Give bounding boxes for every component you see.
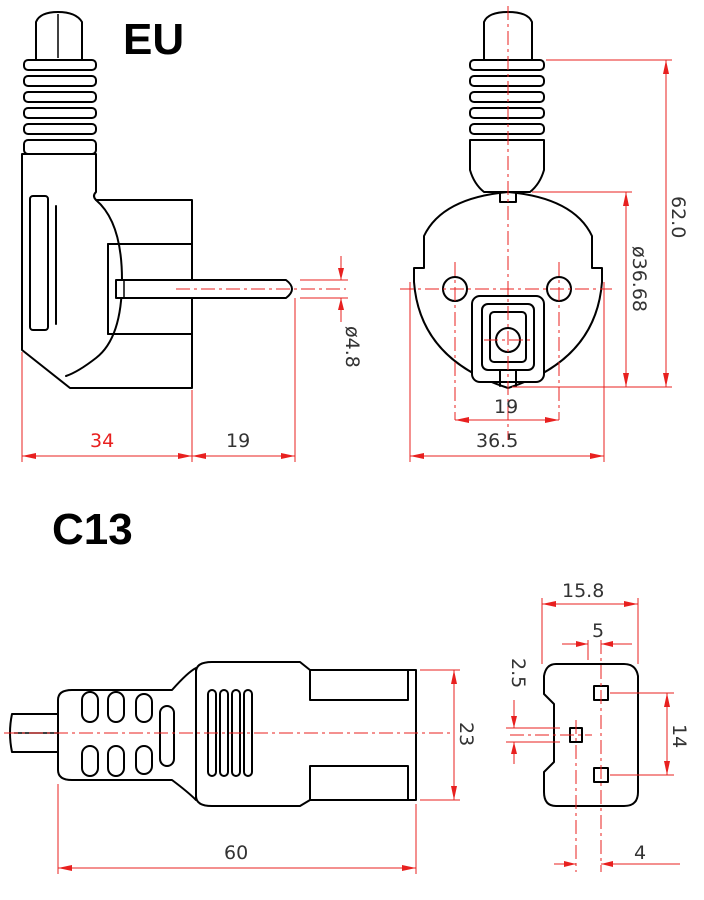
c13-side-connector-body — [195, 661, 417, 807]
eu-title: EU — [123, 15, 185, 64]
eu-side-cable — [35, 11, 83, 61]
eu-front-view: 19 36.5 ø36.68 62.0 — [400, 6, 689, 462]
eu-side-strain-relief — [23, 59, 97, 155]
c13-side-strain-relief — [57, 667, 197, 801]
eu-overall-height-label: 62.0 — [667, 196, 689, 238]
c13-offset-label: 2.5 — [507, 658, 529, 688]
c13-front-view: 15.8 5 2.5 14 4 — [506, 580, 690, 872]
c13-overall-width-label: 15.8 — [562, 580, 604, 602]
eu-overall-width-label: 34 — [90, 430, 114, 452]
eu-body-diameter-label: ø36.68 — [628, 246, 650, 312]
c13-slot-spacing-label: 5 — [592, 620, 604, 642]
eu-pin-length-label: 19 — [226, 430, 250, 452]
c13-title: C13 — [52, 505, 133, 554]
c13-depth-label: 4 — [634, 842, 646, 864]
c13-side-view: 23 60 — [4, 661, 477, 874]
eu-front-strain-relief — [469, 59, 545, 193]
eu-body-width-label: 36.5 — [476, 430, 518, 452]
eu-pin-diameter-label: ø4.8 — [341, 326, 363, 368]
c13-body-height-label: 23 — [455, 722, 477, 746]
eu-side-plug-body — [21, 153, 193, 389]
c13-pin-spacing-label: 14 — [668, 724, 690, 748]
c13-overall-length-label: 60 — [224, 842, 248, 864]
eu-pin-spacing-label: 19 — [494, 396, 518, 418]
eu-side-view: 34 19 ø4.8 — [21, 11, 363, 462]
